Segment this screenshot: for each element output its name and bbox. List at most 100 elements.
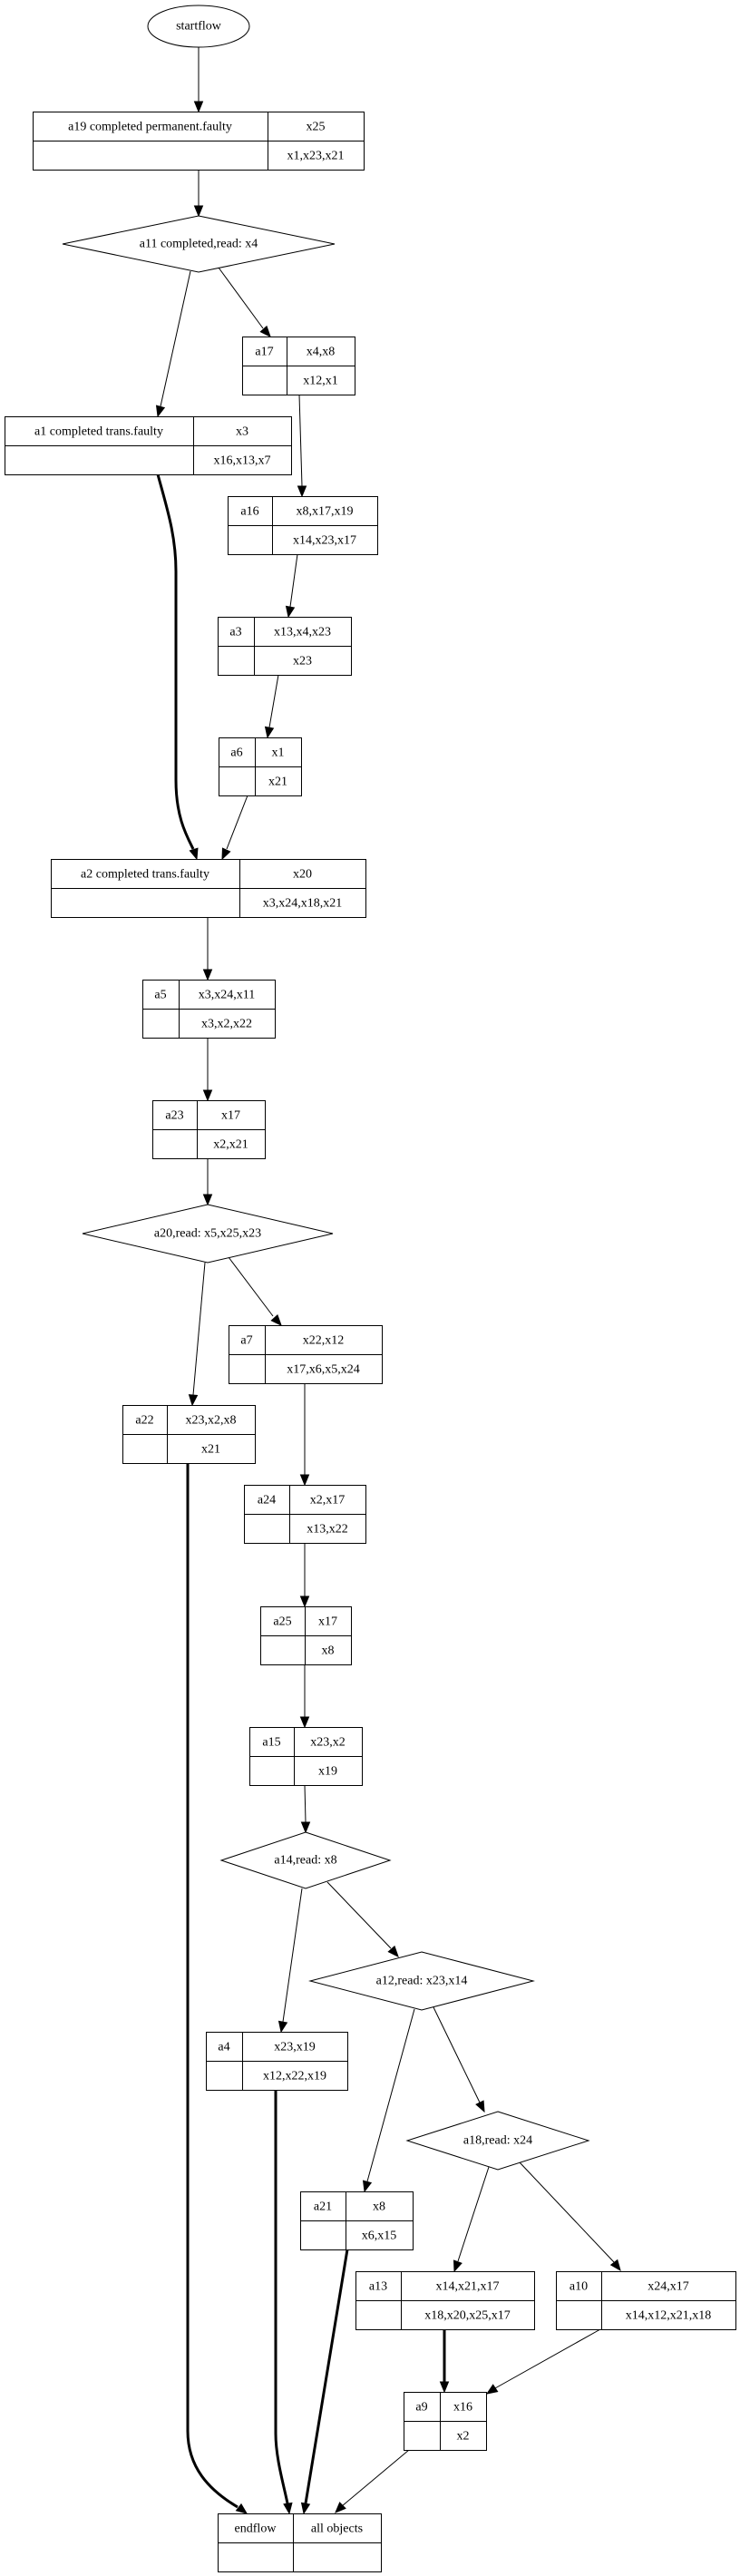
edge-a2-to-a5	[202, 917, 213, 981]
written-objects: x3	[236, 425, 248, 439]
edge-line	[519, 2161, 615, 2263]
arrowhead-icon	[362, 2180, 373, 2193]
decision-diamond-shape	[62, 215, 336, 273]
arrowhead-icon	[300, 1821, 311, 1834]
edge-line	[289, 553, 298, 608]
activity-name: a23	[165, 1109, 183, 1123]
read-objects: x6,x15	[362, 2230, 397, 2243]
activity-name: a4	[218, 2041, 229, 2054]
read-objects: x2,x21	[213, 1138, 248, 1152]
written-objects: x23,x2	[310, 1736, 346, 1750]
node-a23[interactable]: a23 x17 x2,x21	[152, 1100, 266, 1159]
node-a18[interactable]: a18,read: x24	[405, 2111, 590, 2171]
node-a5[interactable]: a5 x3,x24,x11 x3,x2,x22	[142, 980, 276, 1039]
activity-name: a15	[262, 1736, 280, 1750]
arrowhead-icon	[475, 2100, 485, 2113]
node-a12[interactable]: a12,read: x23,x14	[308, 1951, 535, 2011]
read-objects: x18,x20,x25,x17	[424, 2309, 511, 2323]
arrowhead-icon	[193, 101, 204, 113]
edge-a16-to-a3	[285, 553, 298, 619]
edge-line	[274, 2090, 289, 2504]
edge-a9-to-endflow	[335, 2449, 410, 2513]
read-objects: x19	[318, 1765, 337, 1779]
arrowhead-icon	[235, 2503, 248, 2514]
activity-name: a9	[415, 2401, 427, 2415]
activity-name: a5	[154, 989, 166, 1002]
edge-a11-to-a1	[155, 270, 191, 418]
edge-a25-to-a15	[299, 1664, 310, 1729]
arrowhead-icon	[453, 2259, 462, 2273]
edge-line	[192, 1262, 206, 1396]
arrowhead-icon	[300, 2502, 311, 2515]
arrowhead-icon	[335, 2502, 346, 2513]
written-objects: x16	[453, 2401, 472, 2415]
edge-a22-to-endflow	[186, 1463, 248, 2514]
written-objects: x8,x17,x19	[297, 505, 354, 519]
edge-line	[226, 795, 248, 850]
edge-line	[304, 1784, 307, 1823]
decision-diamond-shape	[82, 1204, 334, 1264]
edge-line	[304, 2249, 349, 2504]
read-objects: x3,x2,x22	[201, 1018, 252, 1031]
decision-label: a14,read: x8	[274, 1854, 336, 1868]
edge-a14-to-a12	[326, 1881, 399, 1957]
node-a9[interactable]: a9 x16 x2	[404, 2392, 487, 2451]
edge-a13-to-a9	[439, 2329, 450, 2394]
arrowhead-icon	[299, 1595, 310, 1608]
edge-line	[326, 1881, 392, 1949]
written-objects: x17	[221, 1109, 240, 1123]
read-objects: x13,x22	[307, 1523, 348, 1537]
edges-layer	[155, 47, 621, 2515]
written-objects: x2,x17	[310, 1494, 346, 1508]
written-objects: all objects	[311, 2522, 363, 2536]
read-objects: x3,x24,x18,x21	[263, 897, 343, 911]
edge-line	[298, 394, 303, 487]
read-objects: x2	[457, 2430, 470, 2444]
edge-startflow-to-a19	[193, 47, 204, 113]
node-a20[interactable]: a20,read: x5,x25,x23	[82, 1204, 334, 1264]
decision-diamond-shape	[219, 1831, 392, 1889]
edge-a4-to-endflow	[274, 2090, 293, 2515]
edge-a14-to-a4	[278, 1888, 303, 2034]
decision-diamond-shape	[405, 2111, 590, 2171]
edge-line	[218, 267, 264, 329]
edge-line	[186, 1463, 239, 2509]
edge-line	[494, 2328, 601, 2389]
edge-a7-to-a24	[299, 1383, 310, 1487]
edge-a20-to-a7	[228, 1256, 282, 1326]
edge-a12-to-a18	[433, 2006, 485, 2113]
node-startflow[interactable]: startflow	[147, 5, 250, 48]
decision-label: a12,read: x23,x14	[376, 1975, 468, 1988]
node-label: startflow	[176, 20, 222, 34]
arrowhead-icon	[188, 1394, 199, 1407]
node-a24[interactable]: a24 x2,x17 x13,x22	[244, 1485, 366, 1544]
written-objects: x3,x24,x11	[199, 989, 255, 1002]
node-a11[interactable]: a11 completed,read: x4	[62, 215, 336, 273]
decision-label: a11 completed,read: x4	[140, 238, 258, 251]
read-objects: x12,x1	[303, 375, 338, 388]
node-a15[interactable]: a15 x23,x2 x19	[249, 1727, 363, 1786]
edge-a23-to-a20	[202, 1158, 213, 1206]
arrowhead-icon	[439, 2381, 450, 2394]
written-objects: x13,x4,x23	[274, 626, 331, 639]
read-objects: x14,x12,x21,x18	[626, 2309, 712, 2323]
node-a14[interactable]: a14,read: x8	[219, 1831, 392, 1889]
edge-a24-to-a25	[299, 1543, 310, 1608]
activity-name: a24	[258, 1494, 276, 1508]
